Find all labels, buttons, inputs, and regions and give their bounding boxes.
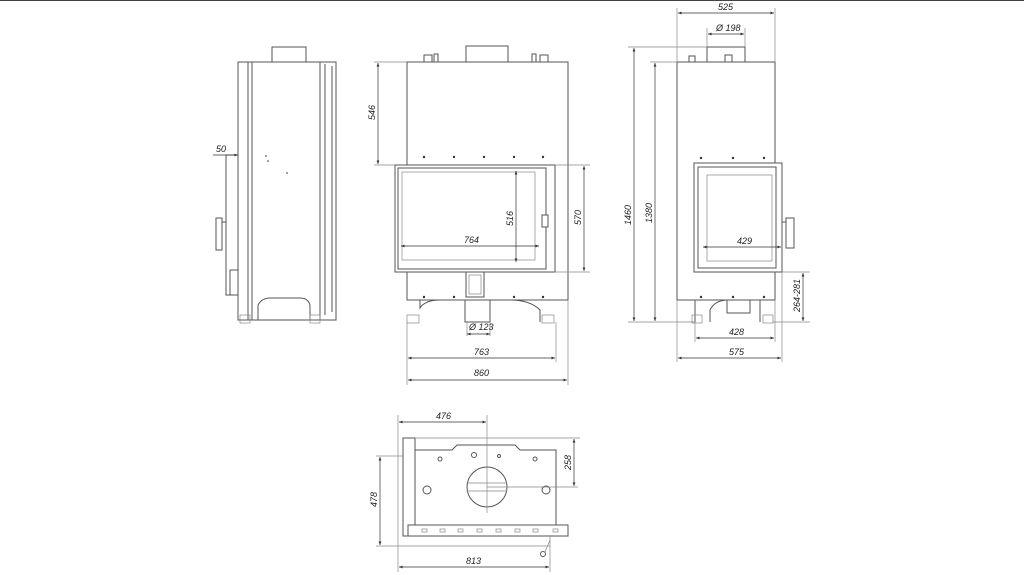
dim-plan-258: 258 — [563, 455, 573, 471]
dim-right-429: 429 — [737, 236, 752, 246]
dim-right-1380: 1380 — [644, 203, 654, 223]
dim-front-570: 570 — [573, 210, 583, 225]
dim-plan-478: 478 — [369, 492, 379, 507]
dim-right-428: 428 — [729, 327, 744, 337]
plan-view: 476 258 478 813 — [369, 411, 580, 572]
dim-right-525: 525 — [718, 2, 734, 12]
right-view: 525 Ø 198 1460 1380 429 264-281 428 575 — [623, 2, 810, 362]
dim-front-860: 860 — [474, 368, 489, 378]
dim-plan-813: 813 — [466, 556, 481, 566]
side-view: 50 — [213, 46, 337, 324]
dim-plan-476: 476 — [436, 411, 451, 421]
dim-front-516: 516 — [505, 211, 515, 226]
dim-front-763: 763 — [474, 347, 489, 357]
front-view: 546 570 516 764 Ø 123 763 860 — [367, 45, 590, 385]
dim-front-diameter-123: Ø 123 — [468, 322, 494, 332]
dim-right-575: 575 — [729, 347, 745, 357]
dim-right-diameter-198: Ø 198 — [715, 23, 741, 33]
dim-front-546: 546 — [367, 105, 377, 120]
dim-right-264-281: 264-281 — [792, 279, 802, 313]
dim-right-1460: 1460 — [623, 205, 633, 225]
dim-side-50: 50 — [216, 144, 226, 154]
dim-front-764: 764 — [464, 235, 479, 245]
